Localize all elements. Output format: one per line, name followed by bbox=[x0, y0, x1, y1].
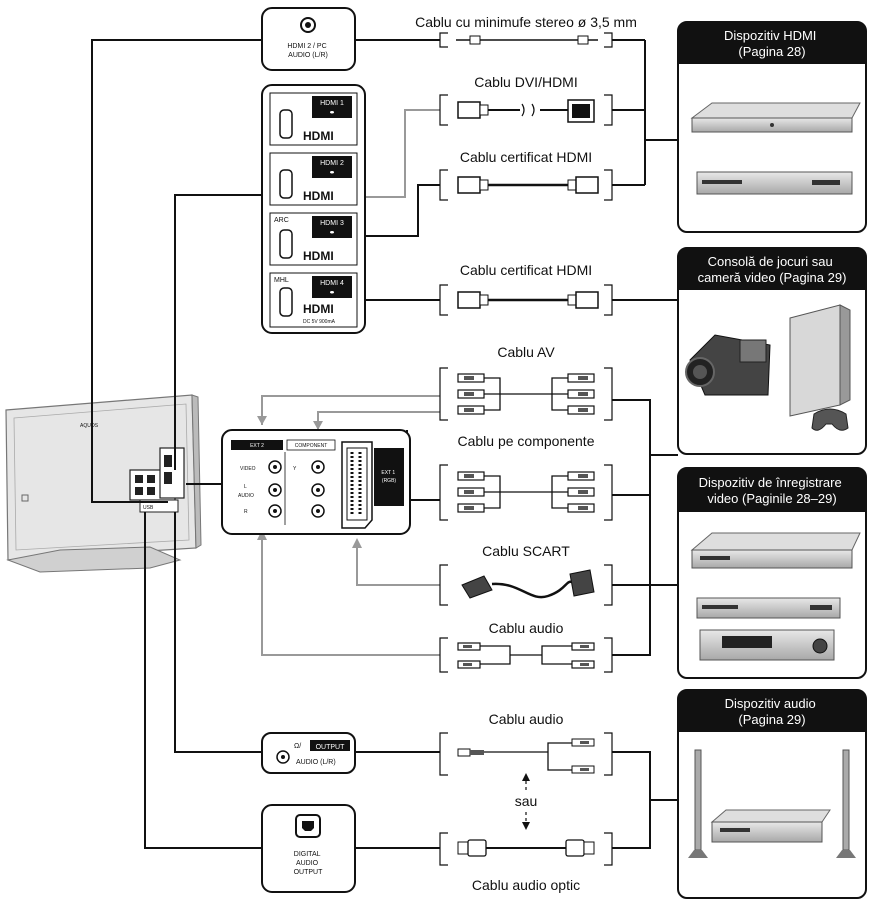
audio-l-label: L bbox=[244, 484, 247, 490]
mhl-label: MHL bbox=[274, 277, 289, 284]
output-audio-label: AUDIO (L/R) bbox=[296, 759, 336, 766]
hdmi-cert-cable-2-label: Cablu certificat HDMI bbox=[460, 262, 592, 278]
scart-port bbox=[341, 441, 373, 529]
audio-device-box: Dispozitiv audio (Pagina 29) bbox=[677, 689, 867, 899]
connection-wires bbox=[91, 39, 678, 849]
component-label: COMPONENT bbox=[295, 443, 328, 449]
output-tag: OUTPUT bbox=[316, 744, 346, 751]
component-cable-label: Cablu pe componente bbox=[458, 433, 595, 449]
scart-cable-label: Cablu SCART bbox=[482, 543, 570, 559]
tv-illustration: AQUOS USB bbox=[5, 394, 202, 573]
digital-audio-output-label: DIGITAL AUDIO OUTPUT bbox=[294, 851, 324, 876]
or-label: sau bbox=[515, 793, 538, 809]
minijack-cable: Cablu cu minimufe stereo ø 3,5 mm bbox=[415, 14, 637, 48]
svg-text:⬬: ⬬ bbox=[330, 230, 335, 236]
mhl-power-label: DC 5V 900mA bbox=[303, 319, 336, 325]
speaker-left-icon bbox=[688, 749, 708, 858]
hdmi2-port: HDMI 2 ⬬ HDMI bbox=[269, 152, 358, 206]
audio-cable-2-label: Cablu audio bbox=[489, 711, 564, 727]
vcr-icon bbox=[699, 629, 835, 661]
hdmi1-label: HDMI 1 bbox=[320, 100, 344, 107]
av-port-panel: EXT 2 COMPONENT VIDEO L AUDIO R Y EXT 1 … bbox=[221, 429, 411, 535]
tv-brand-label: AQUOS bbox=[80, 423, 99, 429]
hdmi3-label: HDMI 3 bbox=[320, 220, 344, 227]
av-cable: Cablu AV bbox=[439, 344, 613, 421]
hdmi-port-panel: HDMI 1 ⬬ HDMI HDMI 2 ⬬ HDMI ARC HDMI 3 ⬬… bbox=[261, 84, 366, 334]
comp-y-label: Y bbox=[293, 466, 297, 472]
optical-cable: Cablu audio optic bbox=[439, 832, 613, 893]
hdmi4-port: MHL HDMI 4 ⬬ HDMI DC 5V 900mA bbox=[269, 272, 358, 328]
svg-text:⬬: ⬬ bbox=[330, 170, 335, 176]
hdmi-logo: HDMI bbox=[303, 249, 334, 263]
dvd-recorder-icon bbox=[696, 597, 841, 619]
hdmi-logo: HDMI bbox=[303, 189, 334, 203]
recorder-device-title: Dispozitiv de înregistrare video (Pagini… bbox=[699, 475, 846, 506]
scart-cable: Cablu SCART bbox=[439, 543, 613, 606]
headphone-icon: Ω/ bbox=[294, 743, 301, 750]
hdmi-cert-cable-1-label: Cablu certificat HDMI bbox=[460, 149, 592, 165]
svg-text:⬬: ⬬ bbox=[330, 110, 335, 116]
audio-mid-label: AUDIO bbox=[238, 493, 254, 499]
hdmi2-label: HDMI 2 bbox=[320, 160, 344, 167]
game-console-device-title: Consolă de jocuri sau cameră video (Pagi… bbox=[698, 254, 847, 285]
game-console-device-box: Consolă de jocuri sau cameră video (Pagi… bbox=[677, 247, 867, 455]
audio-cable-1: Cablu audio bbox=[439, 620, 613, 673]
ext1-label: EXT 1 (RGB) bbox=[381, 470, 396, 484]
audio-device-title: Dispozitiv audio (Pagina 29) bbox=[725, 696, 820, 727]
video-label: VIDEO bbox=[240, 466, 256, 472]
bluray-player-icon bbox=[690, 102, 861, 133]
dvd-player-icon bbox=[696, 171, 853, 195]
hdmi-cert-cable-1: Cablu certificat HDMI bbox=[439, 149, 613, 201]
dvi-hdmi-cable: Cablu DVI/HDMI bbox=[439, 74, 613, 126]
or-separator: sau bbox=[515, 773, 538, 830]
hdmi2-pc-audio-port: HDMI 2 / PC AUDIO (L/R) bbox=[261, 7, 356, 71]
av-cable-label: Cablu AV bbox=[497, 344, 555, 360]
audio-r-label: R bbox=[244, 509, 248, 515]
hdmi4-label: HDMI 4 bbox=[320, 280, 344, 287]
speaker-right-icon bbox=[836, 749, 856, 858]
hdmi-cert-cable-2: Cablu certificat HDMI bbox=[439, 262, 613, 316]
camcorder-icon bbox=[685, 334, 771, 396]
digital-audio-output-port: DIGITAL AUDIO OUTPUT bbox=[261, 804, 356, 893]
arc-label: ARC bbox=[274, 217, 289, 224]
audio-receiver-icon bbox=[710, 809, 831, 843]
svg-text:⬬: ⬬ bbox=[330, 290, 335, 296]
hdmi1-port: HDMI 1 ⬬ HDMI bbox=[269, 92, 358, 146]
component-cable: Cablu pe componente bbox=[439, 433, 613, 521]
minijack-cable-label: Cablu cu minimufe stereo ø 3,5 mm bbox=[415, 14, 637, 30]
recorder-device-box: Dispozitiv de înregistrare video (Pagini… bbox=[677, 467, 867, 679]
bd-recorder-icon bbox=[690, 532, 861, 569]
tv-port-strip-label: USB bbox=[143, 505, 154, 511]
hdmi-device-title: Dispozitiv HDMI (Pagina 28) bbox=[724, 28, 820, 59]
audio-output-port: Ω/ OUTPUT AUDIO (L/R) bbox=[261, 732, 356, 774]
ext2-label: EXT 2 bbox=[250, 443, 264, 449]
optical-cable-label: Cablu audio optic bbox=[472, 877, 580, 893]
hdmi2-pc-audio-label: HDMI 2 / PC AUDIO (L/R) bbox=[287, 43, 328, 59]
hdmi-logo: HDMI bbox=[303, 129, 334, 143]
audio-cable-2: Cablu audio bbox=[439, 711, 613, 776]
audio-cable-1-label: Cablu audio bbox=[489, 620, 564, 636]
hdmi3-port: ARC HDMI 3 ⬬ HDMI bbox=[269, 212, 358, 266]
dvi-hdmi-cable-label: Cablu DVI/HDMI bbox=[474, 74, 577, 90]
hdmi-device-box: Dispozitiv HDMI (Pagina 28) bbox=[677, 21, 867, 233]
game-console-icon bbox=[789, 304, 851, 431]
hdmi-logo: HDMI bbox=[303, 302, 334, 316]
